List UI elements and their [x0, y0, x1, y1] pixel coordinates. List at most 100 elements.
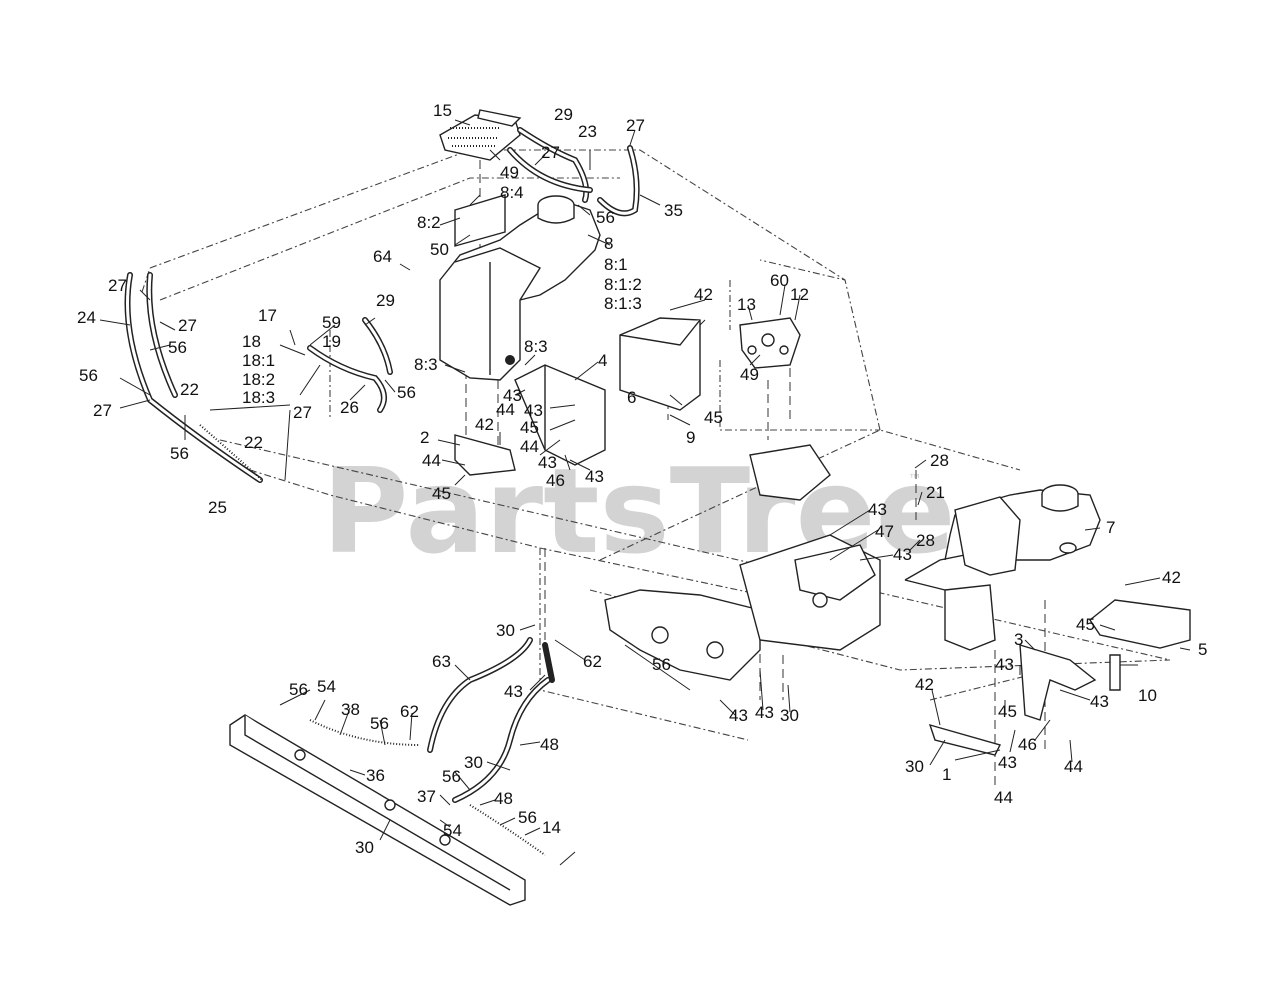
callout-26: 26	[340, 398, 359, 417]
callout-30: 37	[417, 787, 436, 806]
callout-7: 7	[1106, 518, 1115, 537]
callout-56: 56	[170, 444, 189, 463]
callout-56: 56	[397, 383, 416, 402]
callout-18-3: 18:3	[242, 388, 275, 407]
callout-60: 60	[770, 271, 789, 290]
mount-brackets	[454, 317, 1191, 756]
callout-18: 18	[242, 332, 261, 351]
frame-outline	[141, 149, 1171, 741]
callout-43: 43	[538, 453, 557, 472]
callout-18-2: 18:2	[242, 370, 275, 389]
callout-43: 43	[868, 500, 887, 519]
callout-22: 22	[244, 433, 263, 452]
callout-59: 59	[322, 313, 341, 332]
callout-43: 43	[893, 545, 912, 564]
callout-22: 22	[180, 380, 199, 399]
callout-38: 56	[370, 714, 389, 733]
callout-44: 44	[422, 451, 441, 470]
drive-components	[604, 444, 881, 681]
callout-43: 43	[729, 706, 748, 725]
callout-8-3: 8:3	[524, 337, 548, 356]
callout-62: 63	[432, 652, 451, 671]
callout-2: 2	[420, 428, 429, 447]
callout-30: 62	[583, 652, 602, 671]
callout-45: 30	[905, 757, 924, 776]
callout-42: 42	[694, 285, 713, 304]
callout-45: 45	[520, 418, 539, 437]
bracket-50	[454, 194, 506, 247]
fuel-tank-8	[439, 195, 601, 381]
callout-48: 36	[366, 766, 385, 785]
spray-boom-14	[229, 714, 526, 906]
callout-8-1: 8:1	[604, 255, 628, 274]
callout-36: 56	[442, 767, 461, 786]
callout-10: 10	[1138, 686, 1157, 705]
callout-29: 29	[554, 105, 573, 124]
callout-27: 27	[293, 403, 312, 422]
callout-4: 4	[598, 351, 607, 370]
callout-56: 56	[168, 338, 187, 357]
callout-43: 43	[524, 401, 543, 420]
callout-54: 56	[518, 808, 537, 827]
callout-12: 12	[790, 285, 809, 304]
callout-6: 6	[627, 388, 636, 407]
top-hoses	[507, 127, 640, 217]
callout-43: 43	[503, 386, 522, 405]
callout-27: 27	[178, 316, 197, 335]
callout-56: 54	[317, 677, 336, 696]
callout-18-1: 18:1	[242, 351, 275, 370]
callout-29: 29	[376, 291, 395, 310]
callout-5: 5	[1198, 640, 1207, 659]
callout-25: 25	[208, 498, 227, 517]
callout-56: 62	[400, 702, 419, 721]
callout-27: 27	[626, 116, 645, 135]
callout-49: 49	[500, 163, 519, 182]
callout-43: 43	[1090, 692, 1109, 711]
callout-19: 19	[322, 332, 341, 351]
callout-42: 42	[1162, 568, 1181, 587]
callout-56: 56	[79, 366, 98, 385]
callout-56: 43	[504, 682, 523, 701]
callout-56: 14	[542, 818, 561, 837]
valve-block-15	[439, 109, 522, 161]
callout-44: 44	[994, 788, 1013, 807]
callout-44: 44	[520, 437, 539, 456]
callout-8-3: 8:3	[414, 355, 438, 374]
callout-43: 43	[998, 753, 1017, 772]
callout-24: 24	[77, 308, 96, 327]
callout-64: 64	[373, 247, 392, 266]
callout-43: 30	[780, 706, 799, 725]
callout-47: 47	[875, 522, 894, 541]
callout-44: 44	[1064, 757, 1083, 776]
callout-48: 54	[443, 821, 462, 840]
callout-45: 45	[432, 484, 451, 503]
callout-28: 28	[930, 451, 949, 470]
callout-15: 15	[433, 101, 452, 120]
callout-8: 8	[604, 234, 613, 253]
callout-46: 46	[1018, 735, 1037, 754]
callout-28: 28	[916, 531, 935, 550]
callout-35: 35	[664, 201, 683, 220]
callout-23: 23	[578, 122, 597, 141]
callout-30: 56	[289, 680, 308, 699]
leader-lines	[99, 119, 1191, 866]
callout-45: 45	[1076, 615, 1095, 634]
callout-14: 30	[355, 838, 374, 857]
callout-50: 50	[430, 240, 449, 259]
callout-54: 38	[341, 700, 360, 719]
callout-43: 43	[995, 655, 1014, 674]
callout-labels: 15 29 23 27 27 49 8:4 56 35 8:2 50 8 8:1…	[77, 101, 1207, 857]
callout-63: 56	[652, 655, 671, 674]
callout-13: 13	[737, 295, 756, 314]
callout-3: 3	[1014, 630, 1023, 649]
callout-62: 48	[540, 735, 559, 754]
callout-49: 49	[740, 365, 759, 384]
watermark-trademark: ™	[908, 472, 922, 488]
callout-21: 21	[926, 483, 945, 502]
callout-27: 27	[93, 401, 112, 420]
callout-8-4: 8:4	[500, 183, 524, 202]
callout-9: 9	[686, 428, 695, 447]
callout-56: 30	[464, 753, 483, 772]
